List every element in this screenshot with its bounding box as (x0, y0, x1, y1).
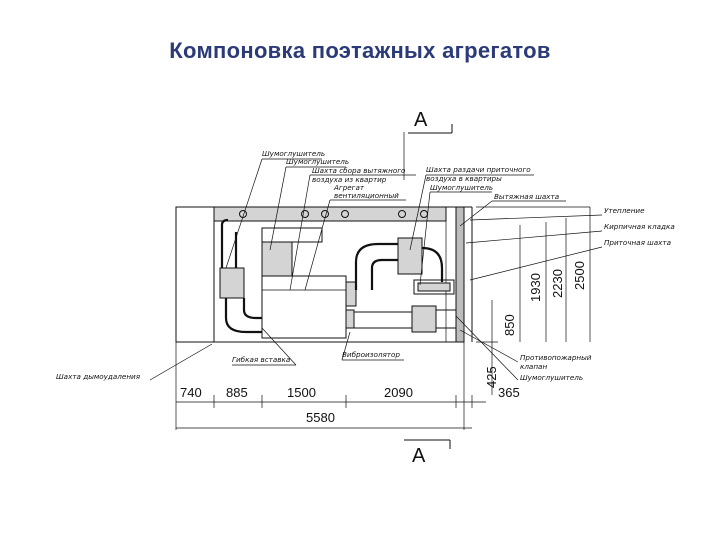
page-title: Компоновка поэтажных агрегатов (169, 38, 551, 63)
label-insulation: Утепление (604, 206, 645, 215)
label-supply-shaft: Шахта раздачи приточного (426, 165, 531, 174)
dim-h-1: 740 (180, 385, 202, 400)
label-vibro: Виброизолятор (342, 350, 400, 359)
label-smoke-shaft: Шахта дымоудаления (56, 372, 141, 381)
right-walls (445, 206, 473, 343)
ventilation-unit (261, 227, 357, 339)
label-aggregate: Агрегат (333, 183, 365, 192)
horizontal-dimensions: 740 885 1500 2090 365 5580 (176, 385, 520, 429)
label-flex-insert: Гибкая вставка (232, 355, 290, 364)
dim-v-2: 850 (502, 314, 517, 336)
vertical-dimensions: 425 850 1930 2230 2500 (476, 206, 591, 395)
section-marks: А А (403, 109, 453, 467)
dim-h-3: 1500 (287, 385, 316, 400)
smoke-shaft (213, 207, 262, 342)
section-mark-bottom: А (412, 445, 426, 467)
label-aggregate-2: вентиляционный (334, 191, 399, 200)
label-supply-shaft-2: воздуха в квартиры (426, 174, 502, 183)
section-mark-top: А (414, 109, 428, 131)
label-exhaust-shaft: Вытяжная шахта (494, 192, 559, 201)
supply-duct (353, 237, 457, 333)
dim-v-5: 2500 (572, 261, 587, 290)
dim-h-4: 2090 (384, 385, 413, 400)
label-silencer-3: Шумоглушитель (430, 183, 493, 192)
dim-v-4: 2230 (550, 269, 565, 298)
label-fire-valve: Противопожарный (520, 353, 592, 362)
label-exhaust-shaft-collect: Шахта сбора вытяжного (312, 166, 406, 175)
dim-h-2: 885 (226, 385, 248, 400)
label-fire-valve-2: клапан (520, 362, 547, 371)
dim-total: 5580 (306, 410, 335, 425)
leader-lines (149, 158, 603, 381)
label-exhaust-shaft-collect-2: воздуха из квартир (312, 175, 387, 184)
dim-v-3: 1930 (528, 273, 543, 302)
label-silencer-1: Шумоглушитель (262, 149, 325, 158)
dim-v-1: 425 (484, 366, 499, 388)
label-silencer-4: Шумоглушитель (520, 373, 583, 382)
label-supply-shaft-right: Приточная шахта (604, 238, 671, 247)
label-silencer-2: Шумоглушитель (286, 157, 349, 166)
label-brick: Кирпичная кладка (604, 222, 675, 231)
component-labels: Шумоглушитель Шумоглушитель Шахта сбора … (56, 149, 675, 382)
dim-h-5: 365 (498, 385, 520, 400)
exhaust-collector-bar (213, 206, 447, 222)
